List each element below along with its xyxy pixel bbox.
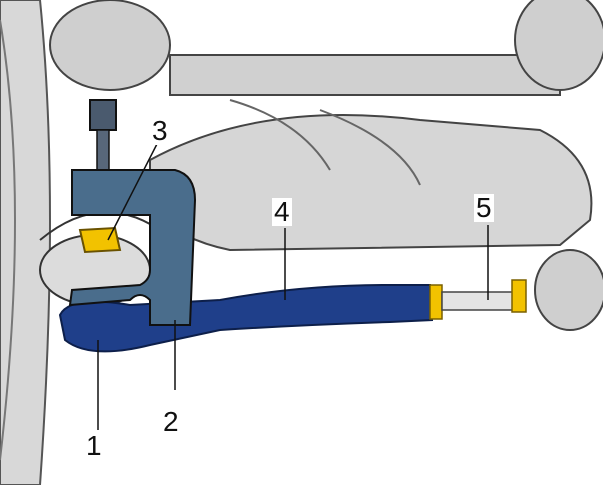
callout-2: 2	[161, 406, 181, 437]
drive-shaft	[49, 0, 603, 96]
nut	[78, 226, 122, 254]
callout-5: 5	[474, 192, 494, 223]
boot-right	[534, 249, 603, 331]
callout-3: 3	[150, 115, 170, 146]
control-arm	[149, 99, 593, 252]
callout-4: 4	[272, 196, 292, 227]
callout-lines	[97, 141, 489, 430]
brake-disc	[0, 0, 51, 485]
ball-joint-puller	[68, 99, 197, 326]
tie-rod-end	[58, 279, 527, 353]
callout-1: 1	[84, 430, 104, 461]
